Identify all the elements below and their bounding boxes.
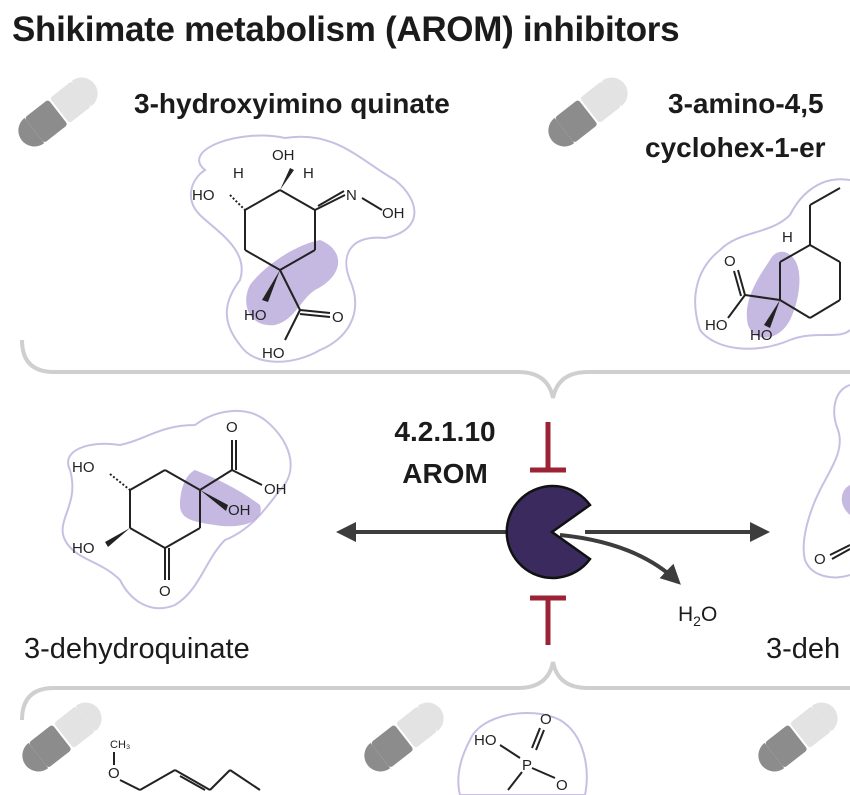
svg-text:O: O: [159, 583, 171, 600]
svg-text:CH₃: CH₃: [110, 739, 130, 751]
svg-text:H: H: [782, 229, 793, 246]
svg-text:HO: HO: [72, 540, 95, 557]
substrate-name: 3-dehydroquinate: [24, 633, 250, 665]
inhibition-bottom-icon: [530, 595, 566, 645]
svg-text:H: H: [303, 165, 314, 182]
svg-text:HO: HO: [244, 307, 267, 324]
bottom-bracket: [20, 661, 850, 721]
svg-text:O: O: [108, 765, 120, 782]
pill-icon: [364, 702, 444, 772]
water-release-arrow: [559, 533, 681, 585]
molecule-3-dehydroquinate: O OH OH HO HO O: [61, 409, 292, 610]
enzyme-icon: [505, 484, 592, 580]
page-title: Shikimate metabolism (AROM) inhibitors: [12, 10, 680, 49]
svg-text:OH: OH: [264, 481, 287, 498]
svg-text:O: O: [814, 551, 826, 568]
molecule-bottom-2: HO O P O: [457, 711, 588, 795]
svg-text:O: O: [226, 419, 238, 436]
inhibitor-name-2-line1: 3-amino-4,5: [668, 88, 824, 119]
svg-text:HO: HO: [192, 187, 215, 204]
enzyme-ec-number: 4.2.1.10: [394, 416, 496, 447]
svg-text:N: N: [346, 187, 357, 204]
product-name: 3-deh: [766, 633, 841, 665]
pill-icon: [22, 702, 102, 772]
molecule-3-amino-cyclohexene: H O HO HO: [694, 178, 850, 350]
svg-text:HO: HO: [705, 317, 728, 334]
svg-text:H: H: [233, 165, 244, 182]
svg-text:O: O: [332, 309, 344, 326]
svg-text:HO: HO: [750, 327, 773, 344]
inhibitor-name-1: 3-hydroxyimino quinate: [134, 88, 450, 119]
svg-text:HO: HO: [474, 732, 497, 749]
molecule-product: O: [802, 384, 850, 579]
svg-text:HO: HO: [72, 459, 95, 476]
pill-icon: [548, 77, 628, 147]
svg-text:HO: HO: [262, 345, 285, 362]
svg-text:O: O: [556, 777, 568, 794]
svg-text:OH: OH: [382, 205, 405, 222]
water-label: H2O: [678, 603, 718, 630]
svg-text:O: O: [724, 253, 736, 270]
molecule-bottom-1: CH₃ O: [108, 739, 261, 791]
pill-icon: [18, 77, 98, 147]
inhibitor-name-2-line2: cyclohex-1-er: [645, 132, 826, 163]
enzyme-name: AROM: [402, 458, 488, 489]
svg-text:P: P: [522, 757, 532, 774]
inhibition-top-icon: [530, 422, 566, 473]
svg-text:OH: OH: [272, 147, 295, 164]
molecule-3-hydroxyimino-quinate: OH H H HO N OH HO O HO: [190, 134, 416, 363]
svg-text:OH: OH: [228, 502, 251, 519]
svg-text:O: O: [540, 711, 552, 728]
pill-icon: [758, 702, 838, 772]
top-bracket: [20, 339, 850, 399]
